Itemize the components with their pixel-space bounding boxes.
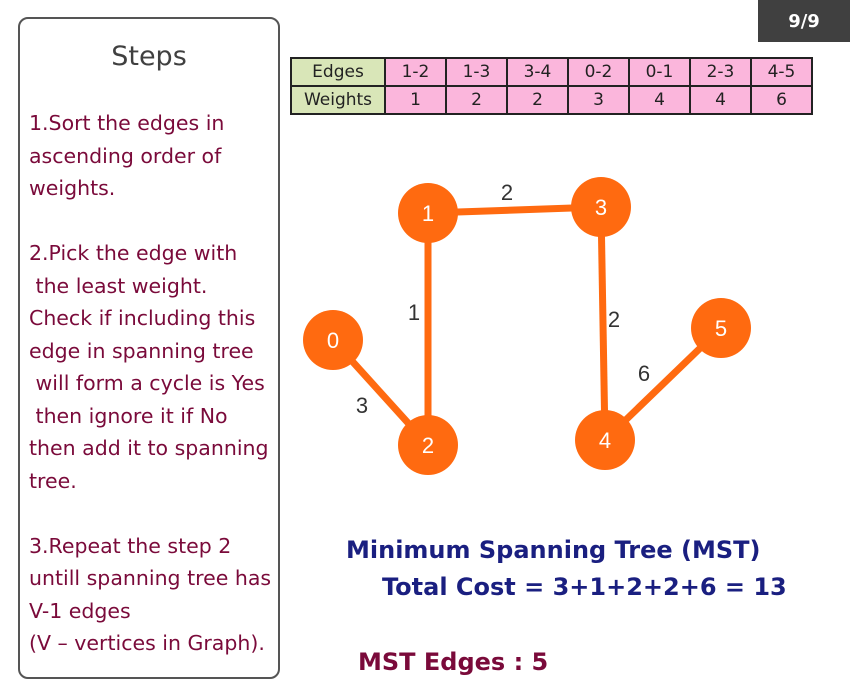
edge-cell: 1-3 xyxy=(445,57,508,87)
steps-title: Steps xyxy=(111,41,187,72)
edge-weight-label: 6 xyxy=(638,361,650,386)
mst-total-cost: Total Cost = 3+1+2+2+6 = 13 xyxy=(382,573,787,601)
node-label: 1 xyxy=(422,201,434,226)
edge-cell: 3-4 xyxy=(506,57,569,87)
edge-weight-label: 3 xyxy=(356,393,368,418)
mst-edge-count: MST Edges : 5 xyxy=(358,648,549,676)
weight-cell: 4 xyxy=(628,85,691,115)
edge-weight-label: 1 xyxy=(408,300,420,325)
node-label: 4 xyxy=(599,428,611,453)
mst-title: Minimum Spanning Tree (MST) xyxy=(346,536,761,564)
weight-cell: 2 xyxy=(506,85,569,115)
row-header: Weights xyxy=(290,85,386,115)
edge-cell: 0-2 xyxy=(567,57,630,87)
edge-cell: 1-2 xyxy=(384,57,447,87)
node-4 xyxy=(575,410,635,470)
edge-cell: 2-3 xyxy=(689,57,752,87)
edge-3-4 xyxy=(597,206,609,441)
edge-cell: 0-1 xyxy=(628,57,691,87)
node-label: 3 xyxy=(595,195,607,220)
steps-text: 1.Sort the edges in ascending order of w… xyxy=(29,111,272,655)
steps-panel: Steps 1.Sort the edges in ascending orde… xyxy=(18,17,280,679)
node-5 xyxy=(691,298,751,358)
node-0 xyxy=(303,310,363,370)
weight-cell: 2 xyxy=(445,85,508,115)
weight-cell: 1 xyxy=(384,85,447,115)
weight-cell: 3 xyxy=(567,85,630,115)
node-label: 2 xyxy=(422,433,434,458)
node-3 xyxy=(571,177,631,237)
edge-weight-label: 2 xyxy=(608,307,620,332)
page-indicator: 9/9 xyxy=(758,0,850,42)
weight-cell: 6 xyxy=(750,85,813,115)
edge-cell: 4-5 xyxy=(750,57,813,87)
row-header: Edges xyxy=(290,57,386,87)
weight-cell: 4 xyxy=(689,85,752,115)
edge-weight-label: 2 xyxy=(501,180,513,205)
node-1 xyxy=(398,183,458,243)
node-label: 0 xyxy=(327,328,339,353)
node-label: 5 xyxy=(715,316,727,341)
node-2 xyxy=(398,415,458,475)
